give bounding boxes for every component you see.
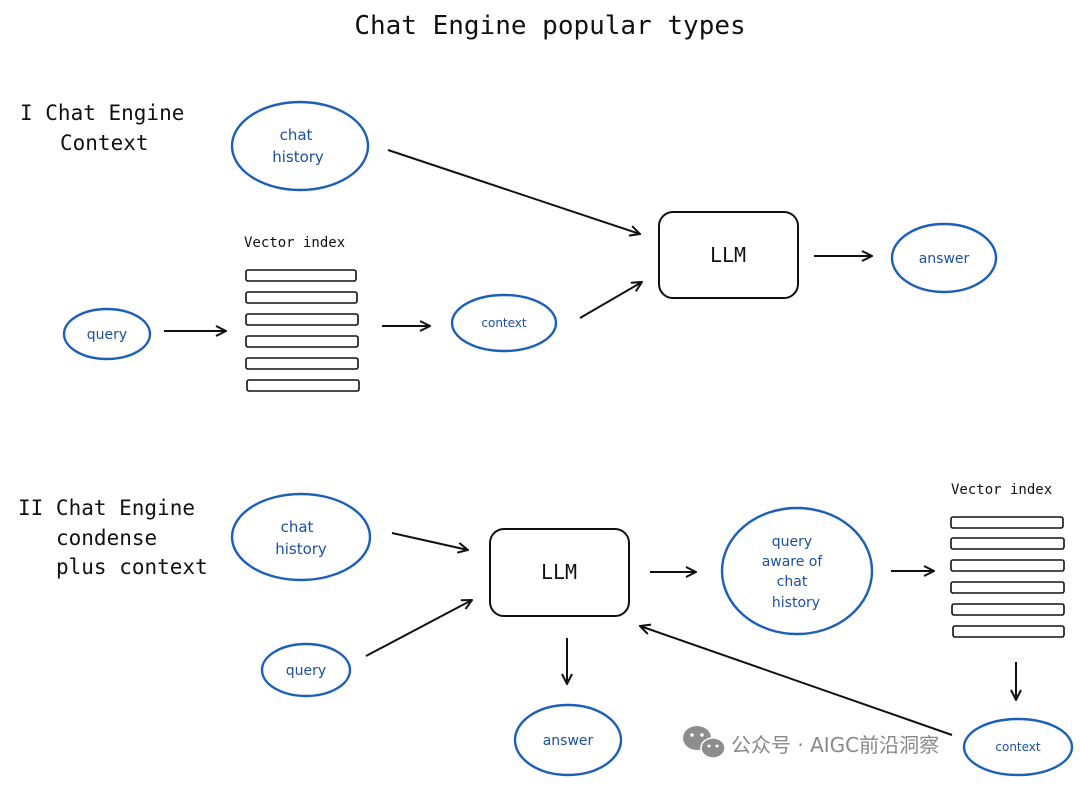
- section-2: II Chat Engine condense plus context cha…: [18, 482, 1074, 777]
- s2-vector-index-label: Vector index: [951, 482, 1052, 498]
- s1-query-label: query: [87, 327, 127, 343]
- section-1: I Chat Engine Context chat history Vecto…: [20, 100, 998, 392]
- s2-query-aware-line1: query: [772, 534, 812, 550]
- s2-query-node: [260, 642, 352, 698]
- s1-context-label: context: [481, 316, 527, 330]
- s1-chat-history-line1: chat: [280, 126, 313, 144]
- diagram-title: Chat Engine popular types: [354, 11, 745, 41]
- s1-chat-history-node: [230, 100, 370, 192]
- s1-arrow-context-to-llm: [579, 282, 642, 319]
- s2-answer-node: [513, 703, 623, 777]
- section-1-label-line1: I Chat Engine: [20, 101, 184, 125]
- s2-arrow-query-to-llm: [365, 600, 472, 657]
- s2-chat-history-line2: history: [275, 540, 327, 558]
- s1-chat-history-line2: history: [272, 148, 324, 166]
- s2-query-aware-line2: aware of: [762, 554, 824, 570]
- s2-arrow-history-to-llm: [391, 532, 468, 550]
- s2-llm-node: [489, 528, 630, 617]
- section-2-label-line2: condense: [56, 526, 157, 550]
- s1-vector-index-label: Vector index: [244, 235, 345, 251]
- s1-llm-node: [658, 211, 799, 299]
- s1-llm-label: LLM: [710, 243, 746, 267]
- s2-answer-label: answer: [543, 733, 594, 749]
- s2-llm-label: LLM: [541, 560, 577, 584]
- s2-query-aware-line3: chat: [777, 574, 808, 590]
- s1-vector-index: [245, 269, 360, 392]
- s2-vector-index: [950, 516, 1065, 638]
- s2-arrow-context-to-llm: [640, 626, 953, 736]
- wechat-icon: [683, 726, 726, 759]
- s1-arrow-history-to-llm: [387, 149, 640, 234]
- s2-query-aware-line4: history: [772, 595, 820, 611]
- s1-query-node: [62, 307, 152, 361]
- section-1-label-line2: Context: [60, 131, 149, 155]
- s2-query-aware-node: [720, 506, 874, 636]
- watermark-text: 公众号 · AIGC前沿洞察: [731, 733, 939, 757]
- s2-chat-history-line1: chat: [281, 518, 314, 536]
- s2-context-label: context: [995, 740, 1041, 754]
- section-2-label-line3: plus context: [56, 555, 208, 579]
- s1-answer-node: [890, 222, 998, 294]
- s2-chat-history-node: [230, 492, 372, 582]
- s2-context-node: [962, 717, 1074, 777]
- s1-answer-label: answer: [919, 251, 970, 267]
- watermark: 公众号 · AIGC前沿洞察: [683, 726, 939, 759]
- section-2-label-line1: II Chat Engine: [18, 496, 195, 520]
- s2-query-label: query: [286, 663, 326, 679]
- s1-context-node: [450, 293, 558, 353]
